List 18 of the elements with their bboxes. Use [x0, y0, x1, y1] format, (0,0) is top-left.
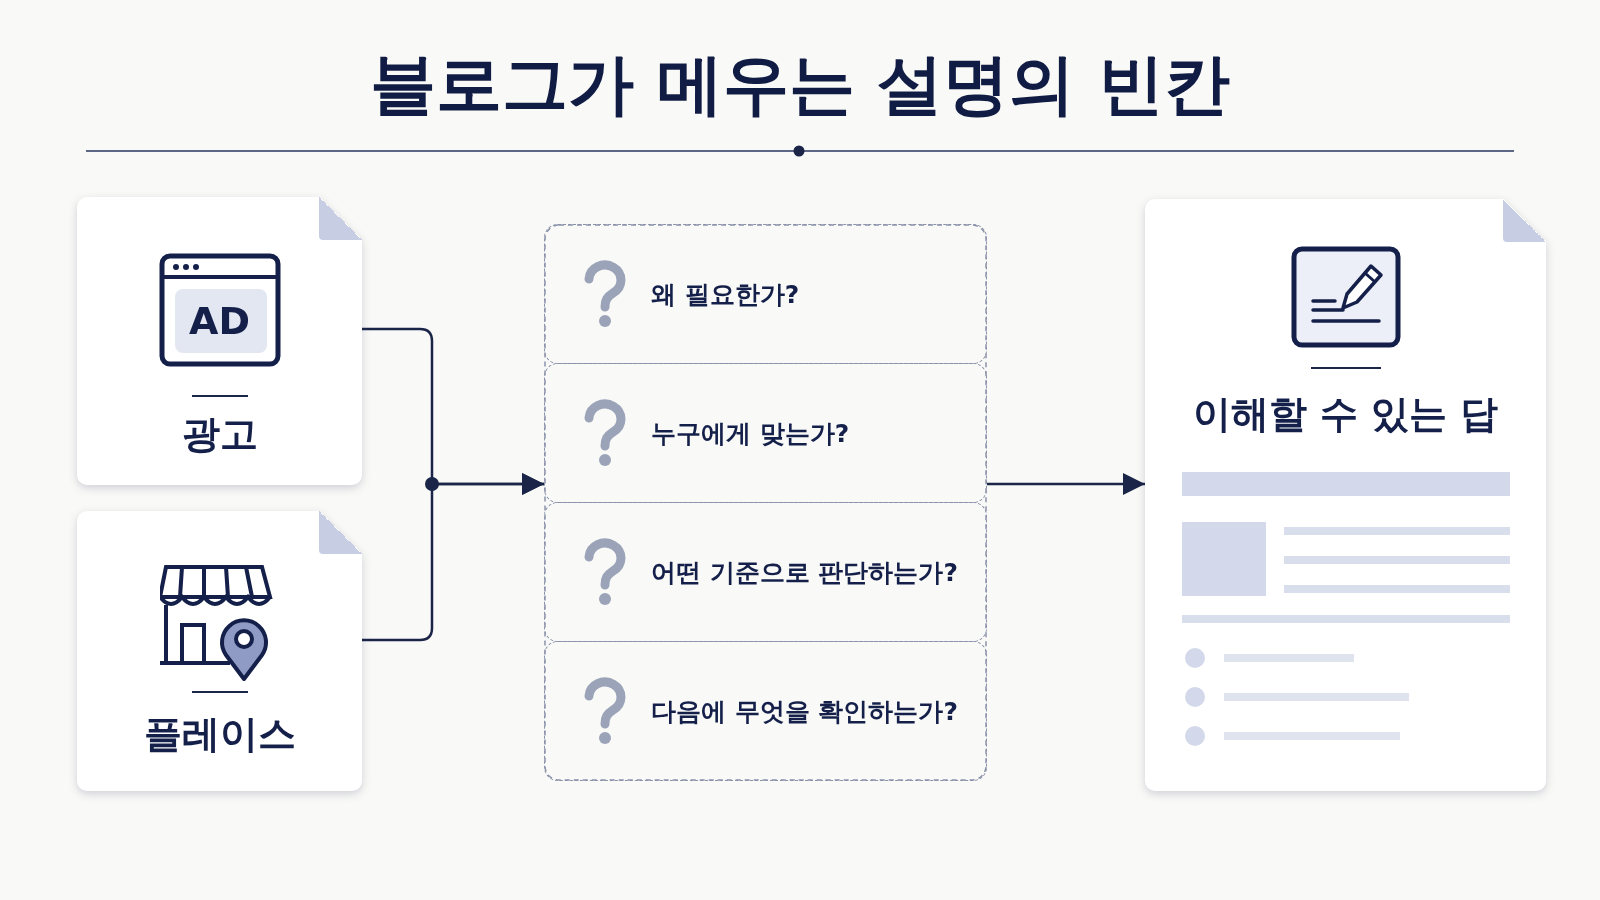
card-label: 이해할 수 있는 답	[1191, 391, 1500, 438]
title: 블로그가 메우는 설명의 빈칸	[368, 45, 1232, 125]
arrow	[987, 473, 1145, 495]
arrow	[362, 473, 544, 642]
document-card	[77, 511, 362, 791]
card-label: 광고	[180, 411, 259, 458]
ad-text: AD	[188, 299, 251, 343]
question-text: 어떤 기준으로 판단하는가?	[651, 556, 958, 589]
document-card	[77, 197, 362, 485]
question-box	[544, 641, 987, 781]
question-box	[544, 502, 987, 642]
question-text: 왜 필요한가?	[651, 278, 800, 311]
question-box	[544, 224, 987, 364]
card-label: 플레이스	[142, 711, 297, 758]
document-card	[1145, 199, 1546, 791]
question-text: 다음에 무엇을 확인하는가?	[651, 695, 958, 728]
question-box	[544, 363, 987, 503]
question-text: 누구에게 맞는가?	[651, 417, 850, 450]
